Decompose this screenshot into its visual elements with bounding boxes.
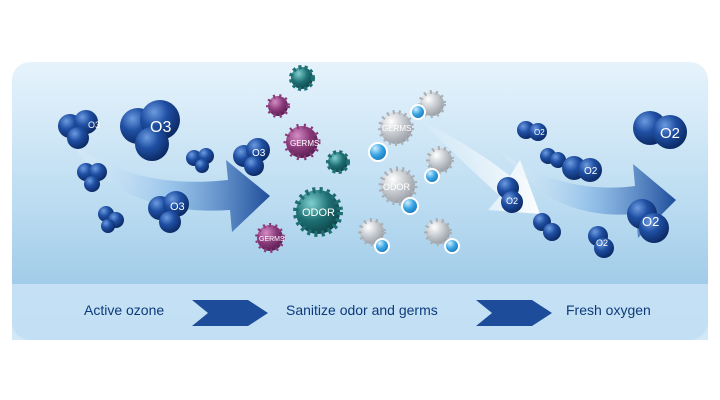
oxygen-molecule: O2 [517, 121, 547, 141]
germ-purple: GERMS [283, 123, 321, 161]
germ-teal-small [289, 65, 315, 91]
germs-label: GERMS [290, 139, 319, 148]
odor-label: ODOR [383, 182, 411, 192]
germ-teal-small [326, 150, 350, 174]
neutralized-germ [426, 146, 454, 174]
ozone-label: O3 [252, 148, 266, 159]
oxygen-label: O2 [596, 238, 608, 248]
oxygen-atom [374, 238, 390, 254]
oxygen-molecule: O2 [588, 226, 614, 258]
oxygen-label: O2 [642, 214, 659, 229]
oxygen-molecule: O2 [627, 199, 669, 243]
ozone-molecule [186, 148, 214, 173]
neutralized-germ: GERMS [378, 110, 414, 146]
step-arrow-1 [192, 300, 268, 326]
odor-particle: ODOR [293, 187, 343, 237]
ozone-label: O3 [88, 120, 100, 130]
ozone-label: O3 [170, 201, 185, 213]
step-arrow-2 [476, 300, 552, 326]
oxygen-molecule [533, 213, 561, 241]
oxygen-atom [444, 238, 460, 254]
oxygen-atom [368, 142, 388, 162]
ozone-molecule: O3 [58, 110, 100, 149]
ozone-molecule [77, 163, 107, 192]
step-label-sanitize: Sanitize odor and germs [286, 302, 438, 318]
oxygen-molecule: O2 [633, 111, 687, 149]
oxygen-molecule [540, 148, 566, 168]
oxygen-atom [401, 197, 419, 215]
germs-label: GERMS [259, 236, 285, 243]
neutralized-germ [424, 218, 452, 246]
oxygen-label: O2 [584, 166, 598, 177]
ozone-molecule: O3 [120, 100, 180, 161]
oxygen-atom [424, 168, 440, 184]
oxygen-label: O2 [506, 196, 518, 206]
neutralized-odor: ODOR [378, 166, 418, 206]
oxygen-atom [410, 104, 426, 120]
germ-purple: GERMS [255, 223, 285, 253]
step-label-fresh-oxygen: Fresh oxygen [566, 302, 651, 318]
ozone-molecule: O3 [233, 138, 270, 176]
ozone-label: O3 [150, 119, 171, 136]
oxygen-label: O2 [660, 125, 680, 142]
flow-arrow-ozone [70, 142, 270, 232]
germs-label: GERMS [382, 124, 411, 133]
ozone-molecule [98, 206, 124, 233]
neutralized-germ [418, 90, 446, 118]
oxygen-molecule: O2 [497, 177, 523, 213]
step-label-active-ozone: Active ozone [84, 302, 165, 318]
neutralized-germ [358, 218, 386, 246]
odor-label: ODOR [302, 207, 335, 219]
oxygen-molecule: O2 [562, 156, 602, 182]
germ-purple [266, 94, 290, 118]
ozone-molecule: O3 [148, 191, 189, 233]
flow-arrow-oxygen [500, 150, 676, 238]
caption-band [12, 284, 708, 340]
oxygen-label: O2 [534, 128, 545, 137]
